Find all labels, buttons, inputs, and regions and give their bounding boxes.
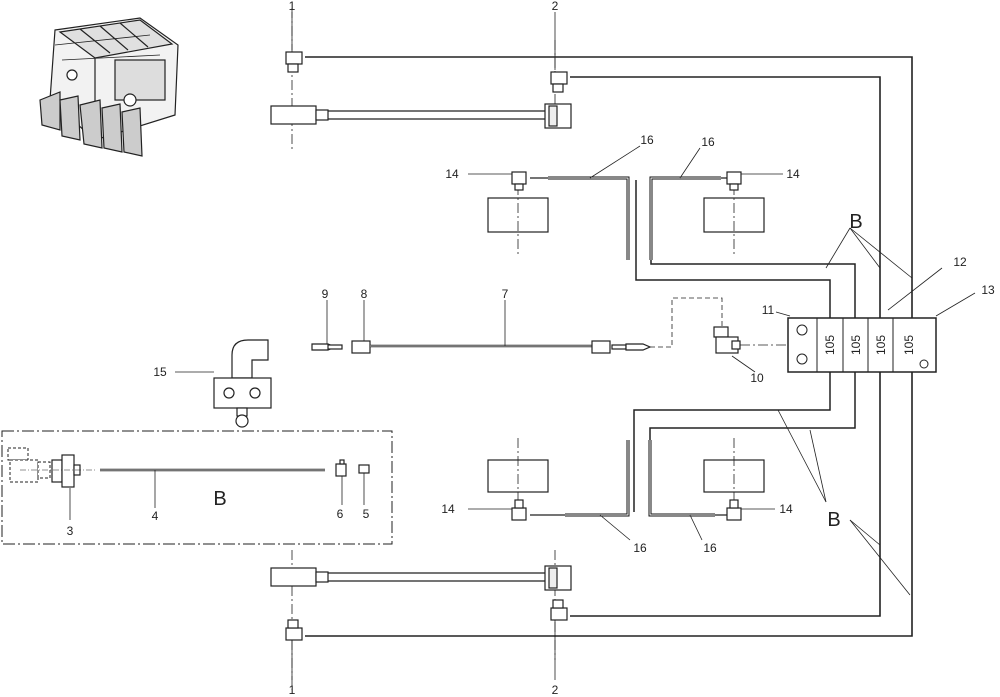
hose-16-outline bbox=[548, 177, 721, 516]
callout-2-bottom: 2 bbox=[552, 683, 559, 697]
callout-2-top: 2 bbox=[552, 0, 559, 13]
callout-14-top-left: 14 bbox=[445, 167, 459, 181]
callout-11: 11 bbox=[762, 303, 775, 317]
hose-7-assembly bbox=[311, 340, 652, 354]
callout-15: 15 bbox=[153, 365, 167, 379]
callout-1-top: 1 bbox=[289, 0, 296, 13]
group-label-b-upper: B bbox=[849, 211, 862, 233]
lower-cylinder bbox=[270, 565, 572, 591]
callout-4: 4 bbox=[152, 509, 159, 523]
part-15-block bbox=[213, 339, 272, 428]
callout-14-top-right: 14 bbox=[786, 167, 800, 181]
elbow-fittings-14 bbox=[511, 171, 742, 521]
callout-16-bottom-left: 16 bbox=[633, 541, 647, 555]
leader-lines bbox=[69, 12, 976, 680]
callout-7: 7 bbox=[502, 287, 509, 301]
callout-16-top-right: 16 bbox=[701, 135, 715, 149]
callout-5: 5 bbox=[363, 507, 370, 521]
callout-12: 12 bbox=[953, 255, 967, 269]
valve-manifold: 105 105 105 105 bbox=[787, 317, 937, 373]
mounting-hole-icon bbox=[796, 324, 808, 336]
callout-3: 3 bbox=[67, 524, 74, 538]
machine-thumbnail bbox=[39, 17, 179, 157]
group-labels: B B B bbox=[213, 211, 862, 531]
upper-cylinder bbox=[270, 103, 572, 129]
mounting-hole-icon bbox=[919, 359, 929, 369]
callout-6: 6 bbox=[337, 507, 344, 521]
fittings-bottom bbox=[285, 599, 568, 641]
manifold-block-label: 105 bbox=[823, 335, 837, 355]
group-label-b-detail: B bbox=[213, 488, 226, 510]
callout-14-bottom-right: 14 bbox=[779, 502, 793, 516]
callout-16-bottom-right: 16 bbox=[703, 541, 717, 555]
manifold-block-label: 105 bbox=[874, 335, 888, 355]
callout-16-top-left: 16 bbox=[640, 133, 654, 147]
manifold-block-label: 105 bbox=[849, 335, 863, 355]
callout-9: 9 bbox=[322, 287, 329, 301]
mounting-hole-icon bbox=[796, 353, 808, 365]
callout-10: 10 bbox=[750, 371, 764, 385]
dashed-pilot-line bbox=[650, 297, 723, 348]
fittings-top bbox=[285, 51, 568, 93]
group-label-b-lower: B bbox=[827, 509, 840, 531]
callout-13: 13 bbox=[981, 283, 995, 297]
callouts: 1 2 1 2 3 4 5 6 7 8 9 10 11 12 13 14 14 … bbox=[67, 0, 995, 697]
manifold-block-label: 105 bbox=[902, 335, 916, 355]
callout-14-bottom-left: 14 bbox=[441, 502, 455, 516]
fitting-10 bbox=[713, 326, 741, 354]
callout-8: 8 bbox=[361, 287, 368, 301]
callout-1-bottom: 1 bbox=[289, 683, 296, 697]
detail-b-box bbox=[1, 430, 393, 545]
